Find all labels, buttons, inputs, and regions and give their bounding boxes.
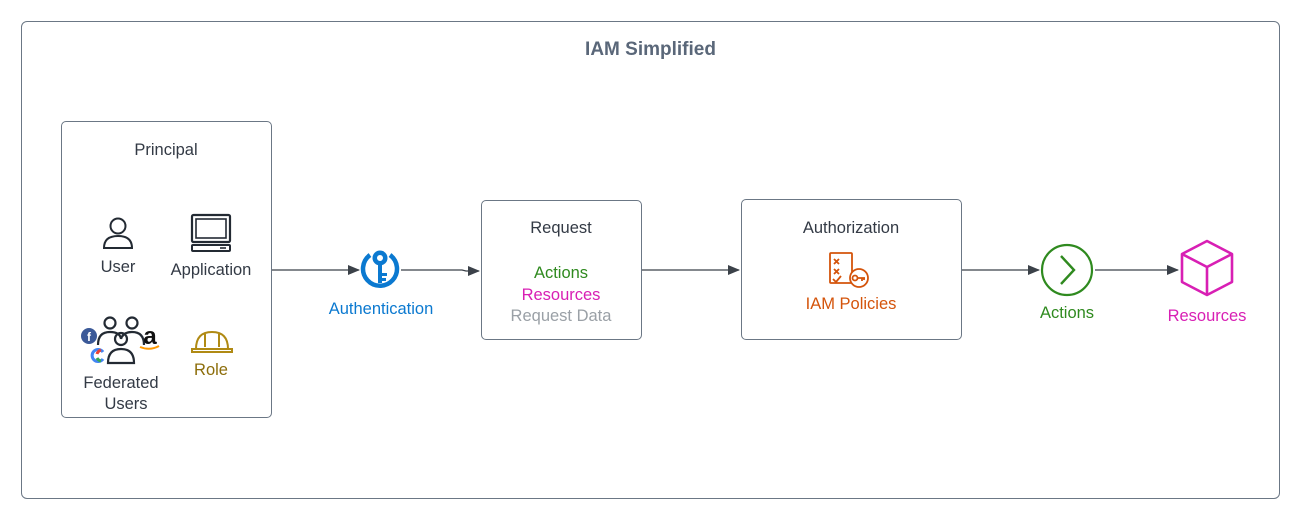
federated-users-icon: f a — [81, 316, 160, 365]
application-label: Application — [170, 261, 252, 279]
principal-label: Principal — [134, 141, 198, 159]
arrow-auth-to-request — [401, 266, 480, 276]
request-resources: Resources — [521, 286, 601, 304]
user-label: User — [100, 258, 136, 276]
diagram-title: IAM Simplified — [585, 39, 716, 60]
principal-box — [61, 121, 272, 418]
resources-label: Resources — [1167, 307, 1247, 325]
authentication-label: Authentication — [328, 300, 434, 318]
monitor-icon — [190, 213, 232, 252]
chevron-circle-icon — [1040, 243, 1094, 297]
authorization-label: Authorization — [802, 219, 900, 237]
hard-hat-icon — [191, 330, 233, 353]
request-actions: Actions — [533, 264, 589, 282]
request-data: Request Data — [510, 307, 612, 325]
request-label: Request — [530, 219, 592, 237]
svg-text:f: f — [87, 330, 92, 344]
diagram-frame — [21, 21, 1280, 499]
policy-document-icon — [829, 252, 869, 288]
user-icon — [102, 217, 134, 249]
key-icon — [360, 250, 400, 288]
actions-label: Actions — [1039, 304, 1095, 322]
federated-users-label-line2: Users — [104, 395, 148, 413]
request-box — [481, 200, 642, 340]
role-label: Role — [194, 361, 228, 379]
iam-policies-label: IAM Policies — [805, 295, 897, 313]
federated-users-label-line1: Federated — [83, 374, 159, 392]
cube-icon — [1180, 239, 1234, 297]
svg-text:a: a — [143, 323, 157, 350]
